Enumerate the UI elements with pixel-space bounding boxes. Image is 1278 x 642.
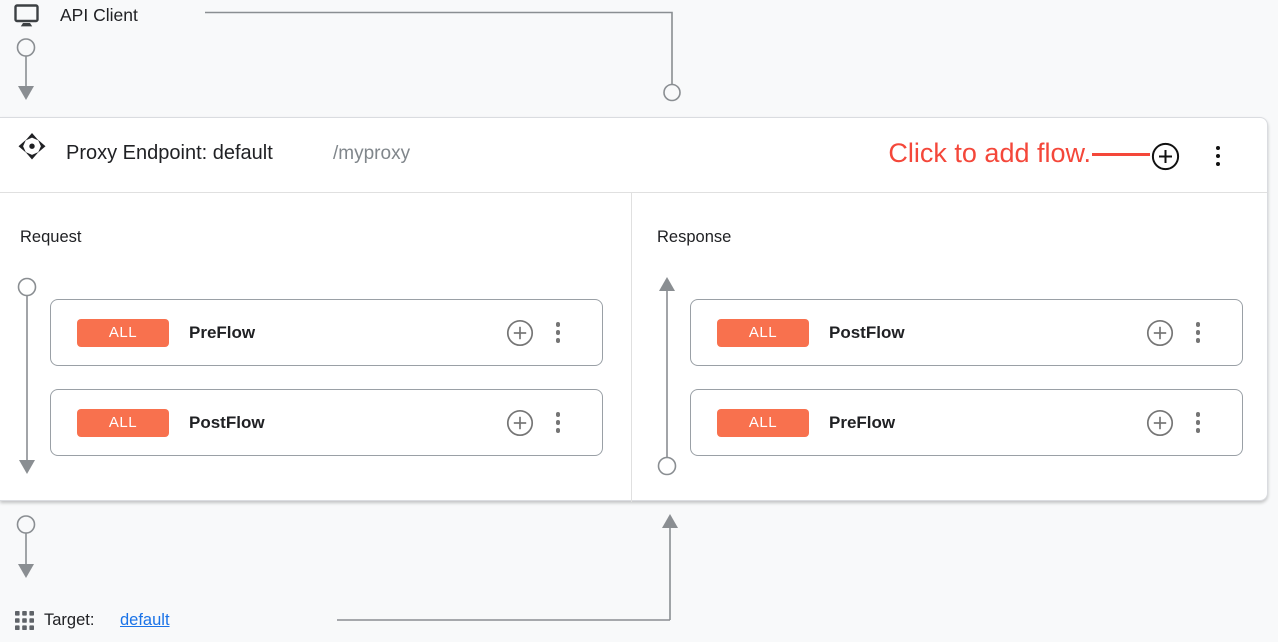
connector-response-flow: [657, 277, 677, 476]
add-flow-annotation: Click to add flow.: [888, 138, 1091, 168]
flow-condition-badge: ALL: [77, 318, 169, 347]
add-circle-icon: [1146, 409, 1174, 436]
kebab-menu-icon: [1195, 322, 1201, 327]
annotation-pointer-line: [1092, 153, 1150, 156]
request-panel-label: Request: [20, 228, 82, 246]
flow-menu-button[interactable]: [1190, 319, 1206, 347]
kebab-menu-icon: [1195, 412, 1201, 417]
monitor-icon: [14, 4, 39, 27]
proxy-endpoint-basepath: /myproxy: [333, 143, 411, 164]
add-policy-button[interactable]: [1146, 319, 1174, 347]
flow-card-response-postflow[interactable]: ALL PostFlow: [690, 299, 1243, 366]
request-response-divider: [631, 193, 632, 502]
flow-card-request-postflow[interactable]: ALL PostFlow: [50, 389, 603, 456]
flow-menu-button[interactable]: [1190, 409, 1206, 437]
add-circle-icon: [1151, 142, 1180, 171]
proxy-endpoint-title: Proxy Endpoint: default: [66, 142, 273, 164]
add-policy-button[interactable]: [506, 319, 534, 347]
add-circle-icon: [506, 409, 534, 436]
grid-icon: [15, 611, 34, 630]
add-circle-icon: [506, 319, 534, 346]
api-client-label: API Client: [60, 5, 138, 25]
add-policy-button[interactable]: [506, 409, 534, 437]
proxy-endpoint-card: Proxy Endpoint: default /myproxy Click t…: [0, 117, 1268, 502]
connector-client-down-arrow: [16, 38, 36, 100]
flow-card-request-preflow[interactable]: ALL PreFlow: [50, 299, 603, 366]
connector-proxy-to-target: [16, 515, 36, 578]
connector-request-flow: [17, 277, 37, 474]
target-label: Target:: [44, 611, 95, 629]
endpoint-arrows-icon: [18, 133, 46, 160]
kebab-menu-icon: [555, 322, 561, 327]
kebab-menu-icon: [1215, 145, 1221, 151]
add-circle-icon: [1146, 319, 1174, 346]
flow-condition-badge: ALL: [77, 408, 169, 437]
target-default-link[interactable]: default: [120, 611, 170, 629]
response-panel-label: Response: [657, 228, 732, 246]
add-flow-button[interactable]: [1151, 142, 1180, 171]
flow-name: PostFlow: [829, 322, 905, 342]
connector-client-to-proxy: [205, 11, 681, 102]
header-divider: [0, 192, 1267, 193]
flow-condition-badge: ALL: [717, 408, 809, 437]
add-policy-button[interactable]: [1146, 409, 1174, 437]
flow-name: PostFlow: [189, 412, 265, 432]
flow-condition-badge: ALL: [717, 318, 809, 347]
connector-target-to-response: [337, 514, 678, 621]
flow-card-response-preflow[interactable]: ALL PreFlow: [690, 389, 1243, 456]
flow-name: PreFlow: [829, 412, 896, 432]
flow-menu-button[interactable]: [550, 319, 566, 347]
kebab-menu-icon: [555, 412, 561, 417]
endpoint-menu-button[interactable]: [1206, 142, 1230, 170]
flow-name: PreFlow: [189, 322, 256, 342]
flow-menu-button[interactable]: [550, 409, 566, 437]
